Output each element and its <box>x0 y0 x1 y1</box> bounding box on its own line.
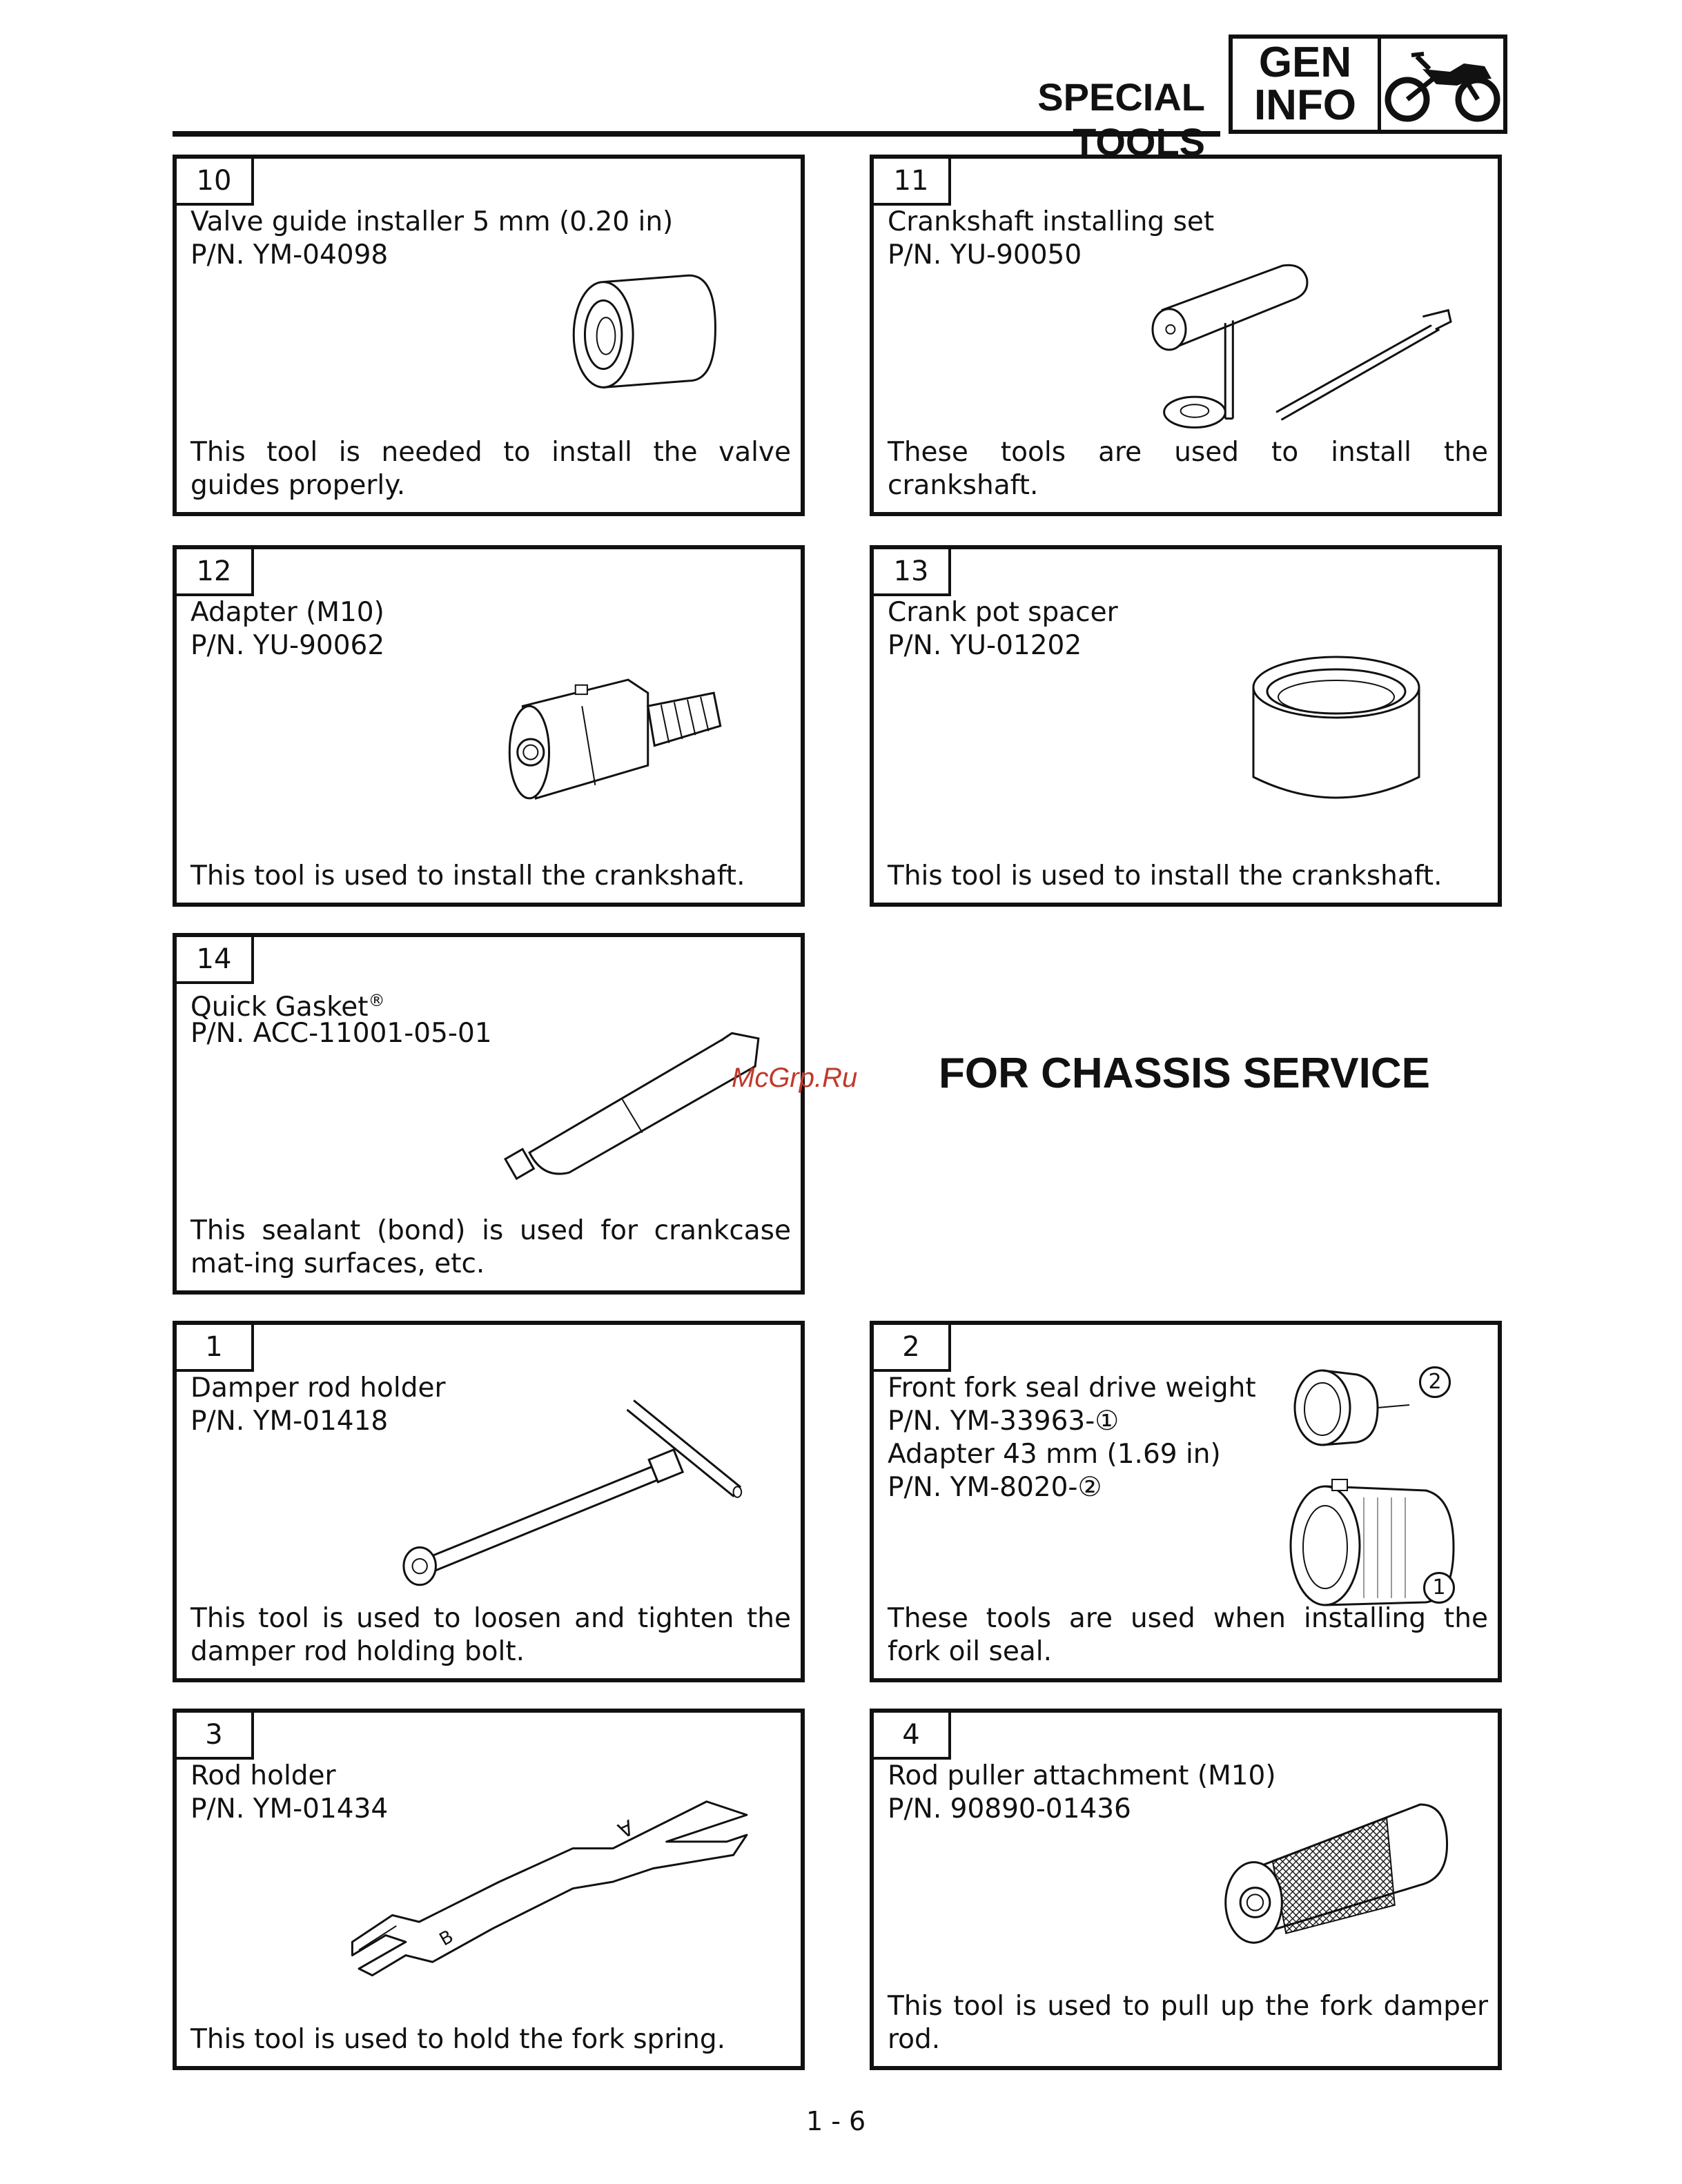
tool-description: This sealant (bond) is used for crankcas… <box>190 1215 791 1279</box>
tool-number: 11 <box>874 159 951 206</box>
tool-description: This tool is used to loosen and tighten … <box>190 1603 791 1667</box>
tool-name-2: Adapter 43 mm (1.69 in) <box>888 1439 1221 1470</box>
crank-pot-spacer-illustration <box>1240 646 1433 825</box>
rod-holder-illustration <box>329 1775 777 1989</box>
tool-part-number: P/N. YU-90062 <box>190 630 385 661</box>
tool-name: Valve guide installer 5 mm (0.20 in) <box>190 206 674 237</box>
motorcycle-icon <box>1381 43 1503 126</box>
tool-number: 2 <box>874 1325 951 1372</box>
tool-number: 14 <box>177 937 254 984</box>
tool-part-number: P/N. ACC-11001-05-01 <box>190 1018 492 1049</box>
tool-card-12: 12 Adapter (M10) P/N. YU-90062 This tool… <box>173 545 805 907</box>
tool-card-3: 3 Rod holder P/N. YM-01434 A B This tool… <box>173 1709 805 2070</box>
tool-number: 1 <box>177 1325 254 1372</box>
tool-name: Adapter (M10) <box>190 597 384 628</box>
section-heading: FOR CHASSIS SERVICE <box>939 1050 1431 1097</box>
tool-description: These tools are used when installing the… <box>888 1603 1488 1667</box>
tool-card-14: 14 Quick Gasket® P/N. ACC-11001-05-01 Th… <box>173 933 805 1295</box>
tool-part-number: P/N. YU-01202 <box>888 630 1082 661</box>
tool-description: This tool is used to install the cranksh… <box>190 860 745 892</box>
tool-card-4: 4 Rod puller attachment (M10) P/N. 90890… <box>870 1709 1502 2070</box>
fork-seal-drive-weight-illustration <box>1274 1366 1481 1642</box>
damper-rod-holder-illustration <box>377 1387 770 1601</box>
tool-card-10: 10 Valve guide installer 5 mm (0.20 in) … <box>173 155 805 516</box>
callout-2: 2 <box>1419 1366 1451 1398</box>
tool-part-number: P/N. YM-01434 <box>190 1793 389 1824</box>
valve-guide-installer-illustration <box>549 262 750 407</box>
tool-part-number: P/N. YM-04098 <box>190 239 389 270</box>
header-rule <box>173 131 1220 137</box>
sealant-tube-illustration <box>501 1020 770 1192</box>
watermark: McGrp.Ru <box>732 1063 858 1093</box>
tool-number: 10 <box>177 159 254 206</box>
tool-card-13: 13 Crank pot spacer P/N. YU-01202 This t… <box>870 545 1502 907</box>
tool-card-2: 2 Front fork seal drive weight P/N. YM-3… <box>870 1321 1502 1682</box>
tool-name: Front fork seal drive weight <box>888 1373 1256 1404</box>
tool-part-number: P/N. YU-90050 <box>888 239 1082 270</box>
tool-part-number: P/N. 90890-01436 <box>888 1793 1131 1824</box>
rod-puller-attachment-illustration <box>1219 1789 1460 1968</box>
page-number: 1 - 6 <box>806 2106 866 2136</box>
tool-description: This tool is used to pull up the fork da… <box>888 1991 1488 2055</box>
tool-name: Rod puller attachment (M10) <box>888 1760 1276 1791</box>
tool-description: These tools are used to install the cran… <box>888 437 1488 501</box>
tool-number: 3 <box>177 1713 254 1760</box>
tool-number: 12 <box>177 549 254 596</box>
section-badge: GEN INFO <box>1229 35 1507 134</box>
tool-card-1: 1 Damper rod holder P/N. YM-01418 This t… <box>173 1321 805 1682</box>
tool-description: This tool is needed to install the valve… <box>190 437 791 501</box>
registered-mark: ® <box>368 991 385 1010</box>
tool-part-number: P/N. YM-33963-① <box>888 1406 1119 1437</box>
adapter-m10-illustration <box>494 667 736 811</box>
tool-name: Damper rod holder <box>190 1373 446 1404</box>
tool-description: This tool is used to install the cranksh… <box>888 860 1443 892</box>
tool-description: This tool is used to hold the fork sprin… <box>190 2024 726 2055</box>
tool-name: Rod holder <box>190 1760 336 1791</box>
tool-number: 4 <box>874 1713 951 1760</box>
tool-name: Quick Gasket® <box>190 991 385 1023</box>
callout-1: 1 <box>1423 1572 1455 1604</box>
tool-card-11: 11 Crankshaft installing set P/N. YU-900… <box>870 155 1502 516</box>
tool-name: Crank pot spacer <box>888 597 1118 628</box>
tool-number: 13 <box>874 549 951 596</box>
tool-part-number: P/N. YM-01418 <box>190 1406 389 1437</box>
tool-name: Crankshaft installing set <box>888 206 1215 237</box>
crankshaft-installing-set-illustration <box>1136 248 1467 449</box>
tool-part-number-2: P/N. YM-8020-② <box>888 1472 1102 1503</box>
page-title: SPECIAL TOOLS <box>1037 75 1205 164</box>
section-label: GEN INFO <box>1233 39 1381 132</box>
